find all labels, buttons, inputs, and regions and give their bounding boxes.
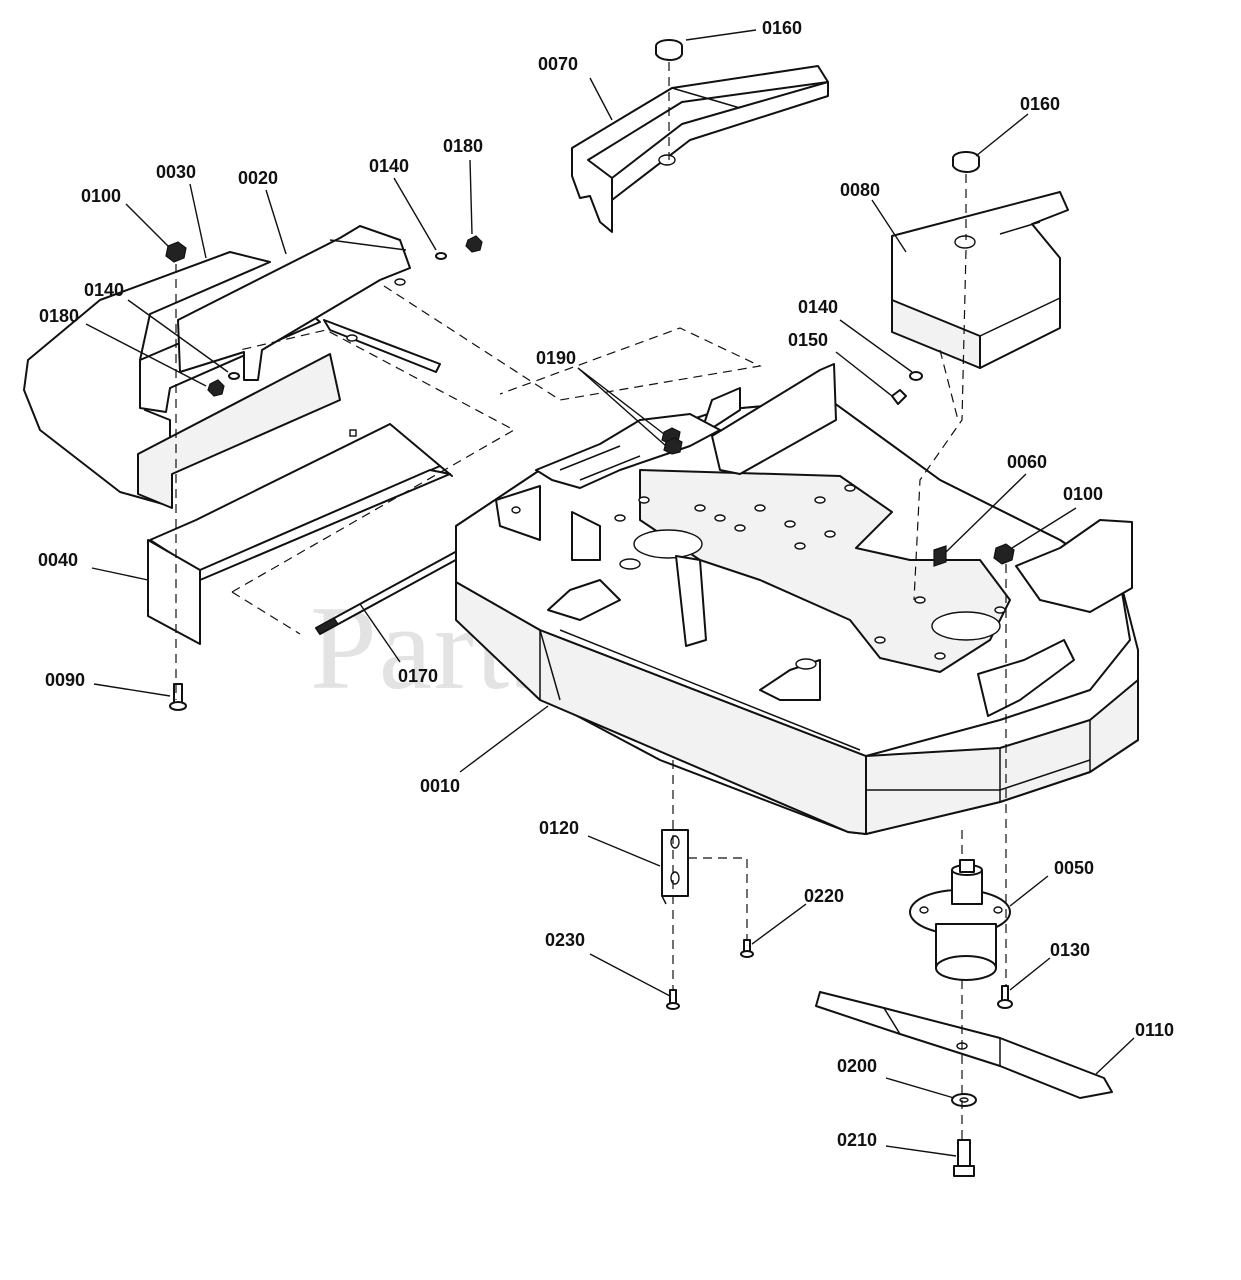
- part-0120-bracket[interactable]: [661, 829, 689, 905]
- callout-0020[interactable]: 0020: [238, 168, 278, 188]
- callout-0140-top[interactable]: 0140: [369, 156, 409, 176]
- callout-0070[interactable]: 0070: [538, 54, 578, 74]
- callout-0100-left[interactable]: 0100: [81, 186, 121, 206]
- hardware-0230-bolt[interactable]: [666, 989, 680, 1010]
- callout-0060[interactable]: 0060: [1007, 452, 1047, 472]
- assembly-lines: [175, 62, 1007, 1140]
- hardware-0160b-plug[interactable]: [952, 151, 980, 173]
- part-0080-belt-cover[interactable]: [891, 191, 1069, 369]
- hardware-0150-bolt[interactable]: [891, 389, 907, 405]
- part-0110-blade[interactable]: [815, 991, 1113, 1099]
- callout-0120[interactable]: 0120: [539, 818, 579, 838]
- callout-0110[interactable]: 0110: [1135, 1020, 1174, 1040]
- part-0040-chute-panel[interactable]: [147, 423, 453, 645]
- hardware-0200-washer[interactable]: [951, 1093, 977, 1107]
- callout-0100-right[interactable]: 0100: [1063, 484, 1103, 504]
- hardware-0190-nuts[interactable]: [661, 427, 683, 455]
- callout-0130[interactable]: 0130: [1050, 940, 1090, 960]
- callout-0170[interactable]: 0170: [398, 666, 438, 686]
- hardware-0140a-washer[interactable]: [435, 252, 447, 260]
- part-0060-clip[interactable]: [933, 545, 947, 567]
- callout-0230[interactable]: 0230: [545, 930, 585, 950]
- callout-0220[interactable]: 0220: [804, 886, 844, 906]
- hardware-0220-bolt[interactable]: [740, 939, 754, 958]
- hardware-0100a-nut[interactable]: [165, 241, 187, 263]
- callout-0160-right[interactable]: 0160: [1020, 94, 1060, 114]
- hardware-0160a-plug[interactable]: [655, 39, 683, 61]
- callout-0140-left[interactable]: 0140: [84, 280, 124, 300]
- deck-slots: [614, 484, 1006, 660]
- callout-0180-top[interactable]: 0180: [443, 136, 483, 156]
- callout-0140-right[interactable]: 0140: [798, 297, 838, 317]
- callout-0050[interactable]: 0050: [1054, 858, 1094, 878]
- hardware-0140c-washer[interactable]: [909, 371, 923, 381]
- callout-0030[interactable]: 0030: [156, 162, 196, 182]
- callout-0190[interactable]: 0190: [536, 348, 576, 368]
- callout-0210[interactable]: 0210: [837, 1130, 877, 1150]
- callout-0160-top[interactable]: 0160: [762, 18, 802, 38]
- callout-0010[interactable]: 0010: [420, 776, 460, 796]
- part-0050-spindle-assembly[interactable]: [909, 859, 1011, 981]
- hardware-0090-bolt[interactable]: [169, 683, 187, 711]
- hardware-0180a-nut[interactable]: [465, 235, 483, 253]
- hardware-0210-bolt[interactable]: [953, 1139, 975, 1177]
- leader-lines: [85, 29, 1135, 1157]
- callout-labels: 0160 0070 0160 0080 0180 0140 0030 0020 …: [38, 18, 1174, 1150]
- hardware-0100b-nut[interactable]: [993, 543, 1015, 565]
- callout-0040[interactable]: 0040: [38, 550, 78, 570]
- callout-0200[interactable]: 0200: [837, 1056, 877, 1076]
- callout-0080[interactable]: 0080: [840, 180, 880, 200]
- part-0020-chute-bracket[interactable]: [177, 225, 441, 381]
- callout-0090[interactable]: 0090: [45, 670, 85, 690]
- hardware-0180b-nut[interactable]: [207, 379, 225, 397]
- hardware-0140b-washer[interactable]: [228, 372, 240, 380]
- callout-0180-left[interactable]: 0180: [39, 306, 79, 326]
- part-0070-belt-cover[interactable]: [571, 65, 829, 233]
- callout-0150[interactable]: 0150: [788, 330, 828, 350]
- part-0010-mower-deck[interactable]: [455, 363, 1139, 835]
